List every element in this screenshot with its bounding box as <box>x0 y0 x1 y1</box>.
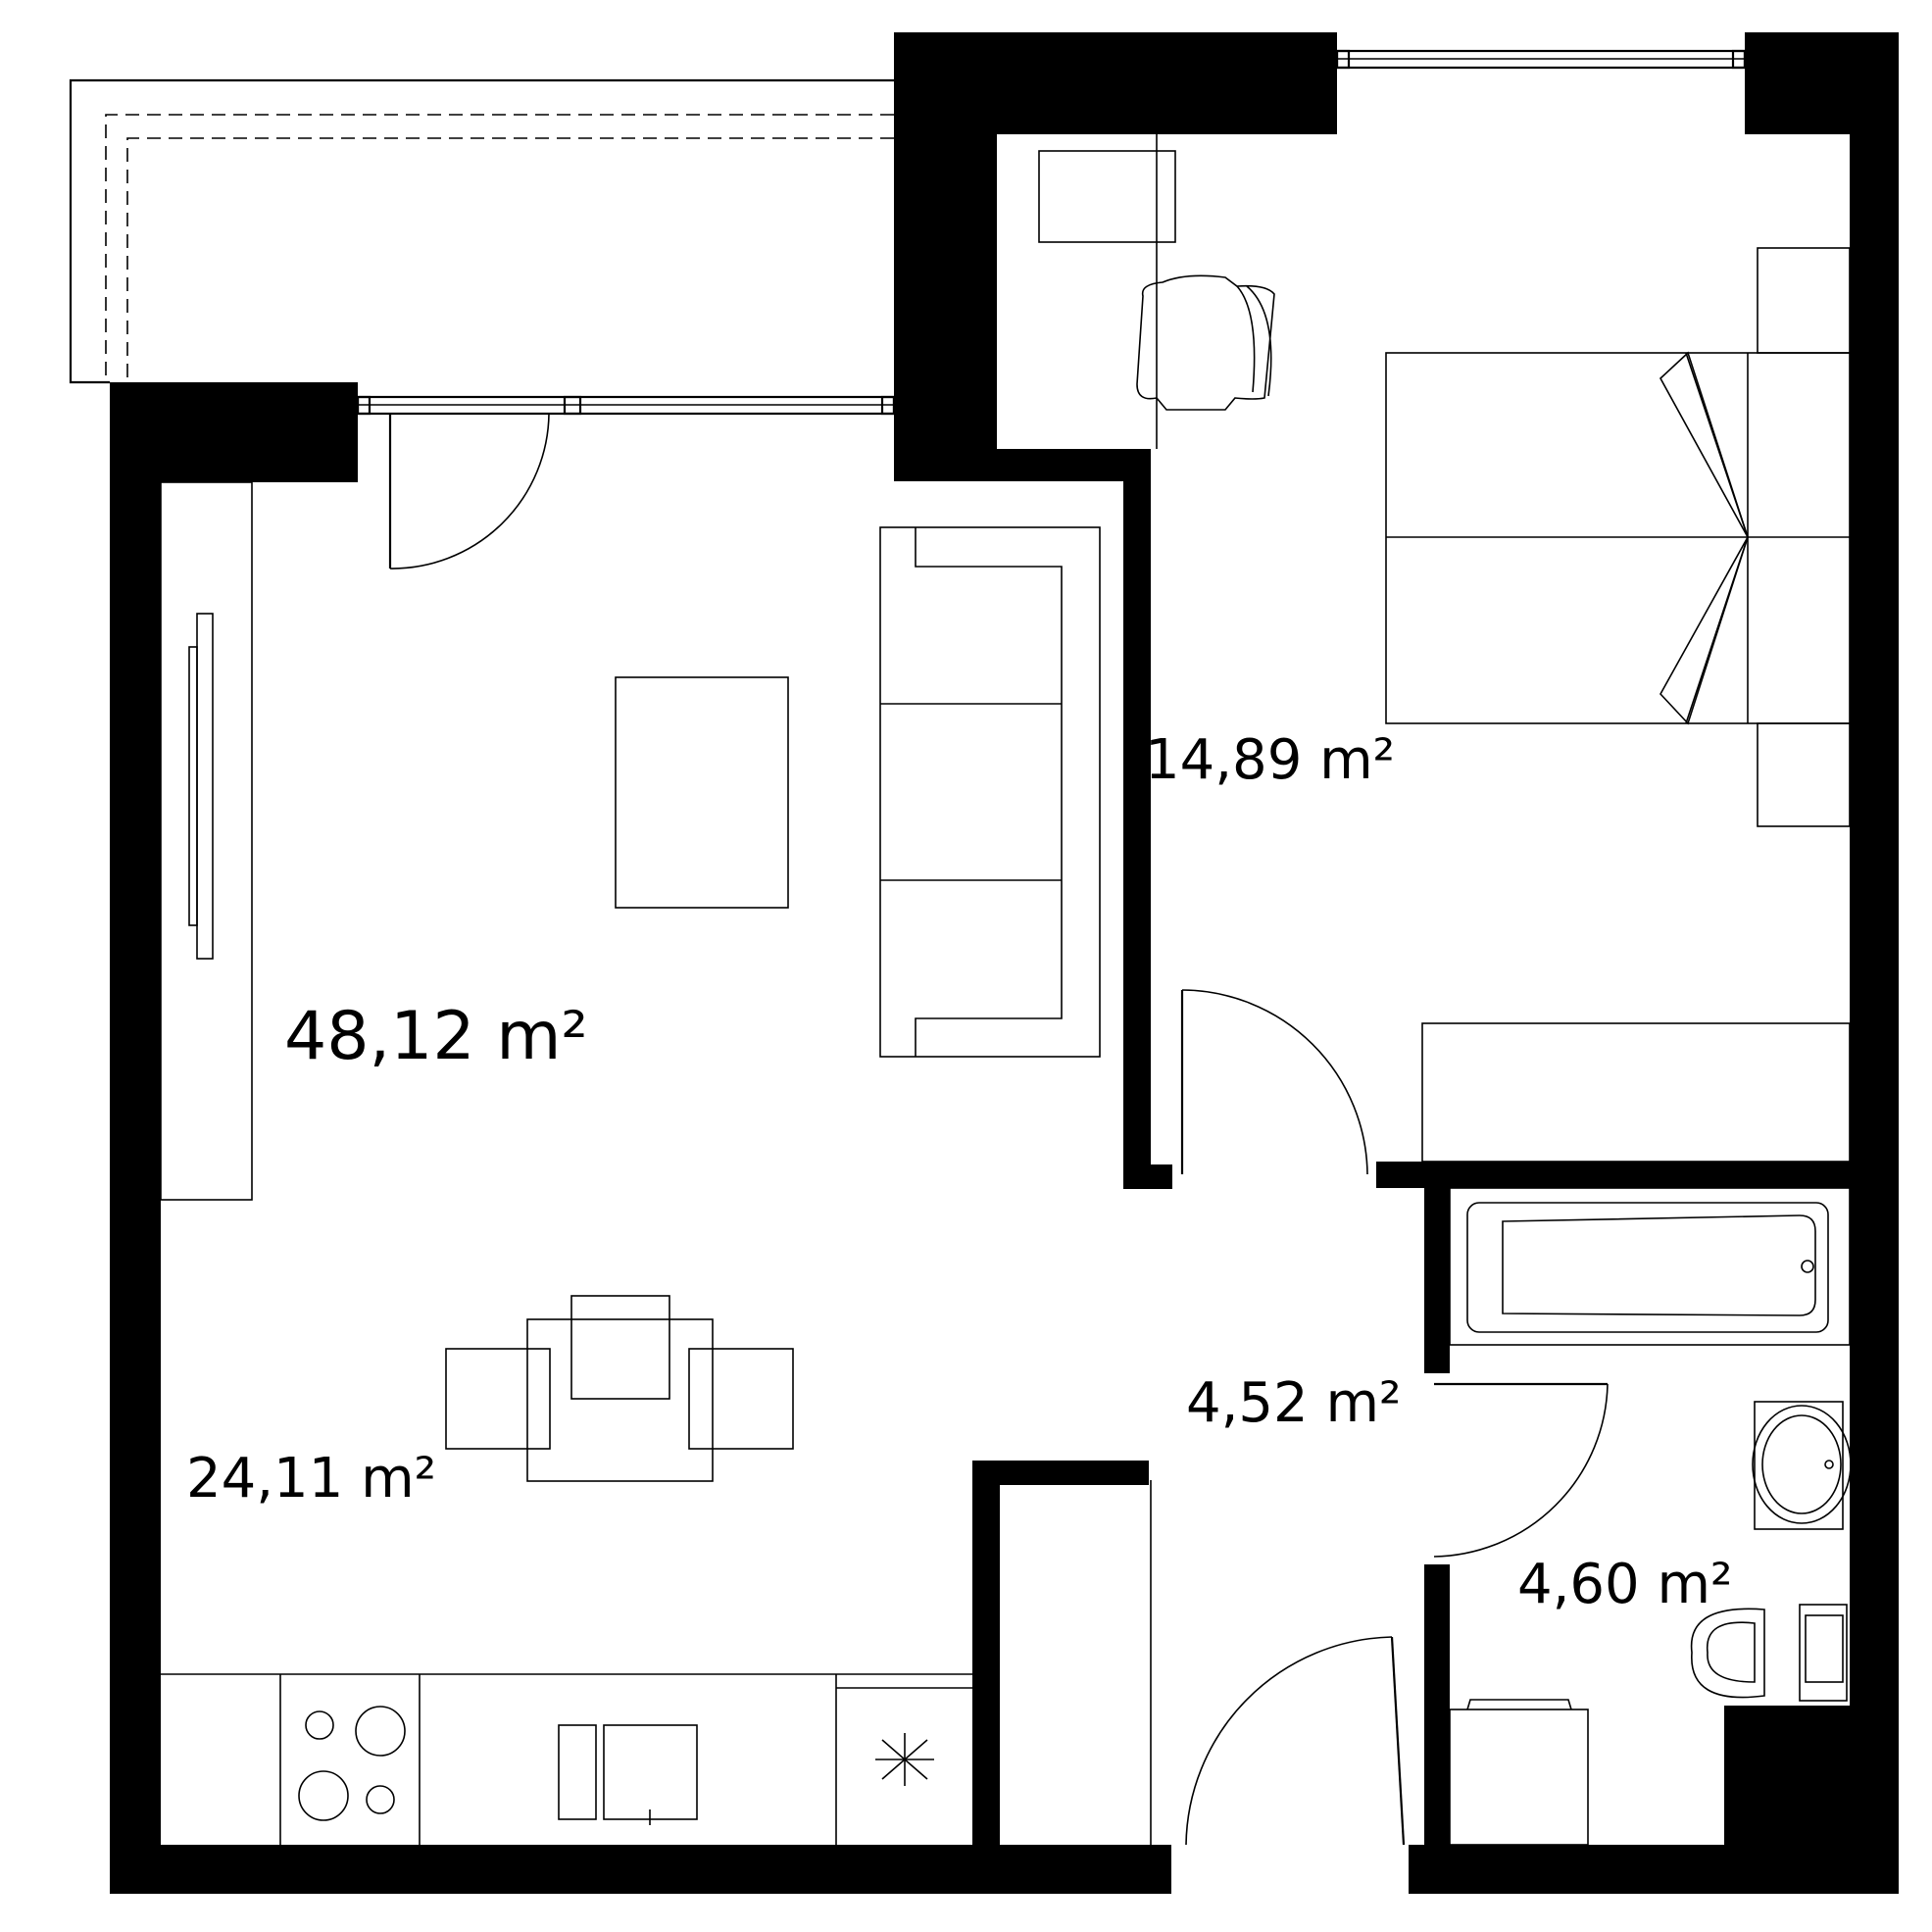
balcony-door <box>388 413 550 570</box>
bathtub <box>1449 1187 1851 1346</box>
window-living <box>356 395 896 416</box>
desk <box>1038 134 1176 449</box>
bedroom-door <box>1180 989 1368 1175</box>
toilet <box>1690 1604 1848 1702</box>
balcony <box>69 78 894 384</box>
hall-area-label: 4,52 m² <box>1186 1371 1402 1435</box>
kitchen-counter <box>161 1673 972 1845</box>
dining-set <box>445 1295 794 1482</box>
total-area-label: 48,12 m² <box>284 998 588 1075</box>
tv-cabinet <box>160 481 253 1201</box>
bathroom-area-label: 4,60 m² <box>1517 1553 1733 1616</box>
sofa <box>879 526 1101 1058</box>
walls <box>110 32 1899 1894</box>
bedroom-area-label: 14,89 m² <box>1145 728 1395 792</box>
desk-chair <box>1136 274 1275 411</box>
washing-machine <box>1449 1699 1589 1846</box>
wardrobe <box>1421 1022 1851 1163</box>
bed <box>1385 247 1851 827</box>
window-bedroom <box>1335 49 1747 70</box>
bathroom-door <box>1433 1382 1609 1558</box>
washbasin <box>1752 1401 1852 1530</box>
entrance-door <box>1185 1636 1406 1846</box>
living-kitchen-area-label: 24,11 m² <box>186 1447 436 1511</box>
coffee-table <box>615 676 789 909</box>
